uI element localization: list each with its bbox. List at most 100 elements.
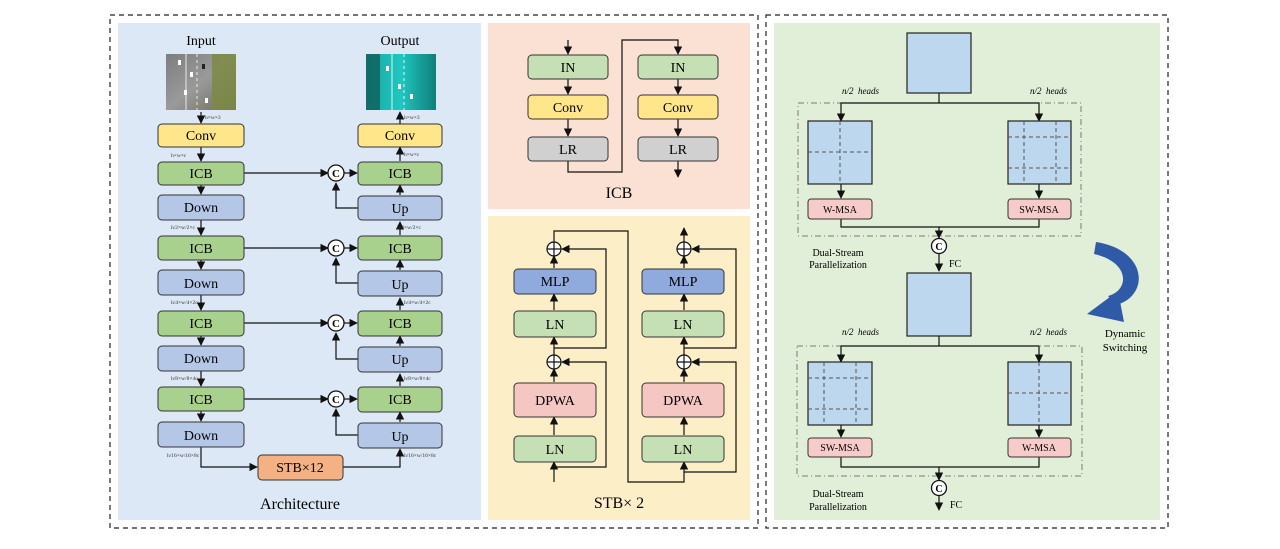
decoder-icb-label-2: ICB — [388, 242, 411, 257]
svg-text:MLP: MLP — [541, 275, 570, 290]
svg-text:heads: heads — [858, 86, 879, 96]
svg-text:LR: LR — [669, 143, 688, 158]
svg-text:n/2: n/2 — [1030, 327, 1042, 337]
stb-add-node-2 — [546, 354, 562, 370]
icb-in-block-2: IN — [637, 54, 719, 80]
svg-text:n/2: n/2 — [842, 327, 854, 337]
stb-add-node-1 — [546, 241, 562, 257]
dynamic-switching-arrow — [1087, 242, 1139, 322]
svg-text:C: C — [332, 394, 340, 406]
stb-ln-block-4: LN — [641, 435, 725, 463]
heads-label-bottom-right: n/2 heads — [1030, 327, 1067, 337]
w-window-block-top — [807, 120, 873, 185]
up-block-1: Up — [357, 195, 443, 221]
concat-node-1: C — [327, 164, 345, 182]
down-block-1: Down — [157, 194, 245, 221]
down-label-2: Down — [184, 277, 218, 292]
up-block-3: Up — [357, 346, 443, 373]
dim-1-left: h/2×w/2×c — [171, 225, 195, 231]
encoder-icb-label-1: ICB — [189, 167, 212, 182]
dim-hw3-right: h×w×3 — [404, 115, 420, 121]
icb-conv-block-2: Conv — [637, 94, 719, 120]
dim-4-right: h/16×w/16×8c — [404, 453, 437, 459]
encoder-icb-block-1: ICB — [157, 161, 245, 186]
encoder-conv-block: Conv — [157, 123, 245, 148]
dim-hw3-left: h×w×3 — [205, 115, 221, 121]
svg-text:Conv: Conv — [663, 101, 693, 116]
input-image — [166, 54, 236, 110]
decoder-icb-block-3: ICB — [357, 310, 443, 337]
svg-text:LN: LN — [674, 318, 693, 333]
sw-window-block-bottom — [807, 361, 873, 426]
svg-text:C: C — [332, 168, 340, 180]
w-window-block-bottom — [1007, 361, 1072, 426]
svg-text:Conv: Conv — [553, 101, 583, 116]
attention-input-block — [906, 32, 972, 94]
encoder-icb-label-3: ICB — [189, 317, 212, 332]
input-label: Input — [186, 34, 216, 49]
svg-text:LN: LN — [546, 318, 565, 333]
stb-ln-block-3: LN — [641, 310, 725, 338]
svg-text:LR: LR — [559, 143, 578, 158]
up-label-1: Up — [391, 202, 408, 217]
stb-ln-block-1: LN — [513, 310, 597, 338]
svg-text:C: C — [935, 242, 942, 253]
down-block-3: Down — [157, 345, 245, 372]
stb-dpwa-block-2: DPWA — [641, 382, 725, 418]
svg-text:MLP: MLP — [669, 275, 698, 290]
up-label-3: Up — [391, 353, 408, 368]
encoder-conv-label: Conv — [186, 129, 216, 144]
svg-text:n/2: n/2 — [842, 86, 854, 96]
w-msa-block-top: W-MSA — [807, 198, 873, 220]
svg-text:IN: IN — [671, 61, 686, 76]
decoder-arrows — [244, 111, 405, 436]
svg-text:heads: heads — [858, 327, 879, 337]
icb-conv-block-1: Conv — [527, 94, 609, 120]
attention-concat-node-1: C — [930, 237, 948, 255]
icb-arrows — [563, 39, 683, 178]
sw-msa-block-top: SW-MSA — [1007, 198, 1072, 220]
dynamic-label-1: Dynamic — [1105, 328, 1145, 340]
stb-x12-block: STB×12 — [257, 454, 344, 481]
stb-mlp-block-2: MLP — [641, 268, 725, 295]
dual-stream-label-2b: Parallelization — [809, 502, 867, 513]
stb-mlp-block-1: MLP — [513, 268, 597, 295]
svg-text:LN: LN — [674, 443, 693, 458]
up-block-4: Up — [357, 422, 443, 449]
icb-lr-block-2: LR — [637, 136, 719, 162]
decoder-icb-block-2: ICB — [357, 235, 443, 261]
encoder-icb-block-3: ICB — [157, 310, 245, 337]
down-label-3: Down — [184, 352, 218, 367]
svg-text:SW-MSA: SW-MSA — [820, 443, 860, 454]
attention-arrows — [836, 93, 1044, 511]
decoder-icb-label-1: ICB — [388, 167, 411, 182]
encoder-icb-block-4: ICB — [157, 386, 245, 412]
dim-hwc-left: h×w×c — [171, 153, 187, 159]
down-label-1: Down — [184, 201, 218, 216]
svg-text:DPWA: DPWA — [535, 394, 576, 409]
dim-1-right: h/2×w/2×c — [397, 225, 421, 231]
dim-2-left: h/4×w/4×2c — [171, 300, 198, 306]
encoder-icb-label-2: ICB — [189, 242, 212, 257]
stb-arrows — [549, 227, 737, 483]
dim-3-right: h/8×w/8×4c — [404, 376, 431, 382]
svg-text:SW-MSA: SW-MSA — [1019, 205, 1059, 216]
dim-3-left: h/8×w/8×4c — [171, 376, 198, 382]
svg-text:heads: heads — [1046, 327, 1067, 337]
attention-concat-node-2: C — [930, 479, 948, 497]
svg-text:C: C — [332, 243, 340, 255]
up-label-4: Up — [391, 430, 408, 445]
dynamic-label-2: Switching — [1103, 342, 1148, 354]
decoder-icb-label-3: ICB — [388, 317, 411, 332]
stb-add-node-3 — [676, 241, 692, 257]
stb-x12-label: STB×12 — [276, 461, 324, 476]
icb-in-block-1: IN — [527, 54, 609, 80]
encoder-arrows — [196, 112, 405, 472]
decoder-icb-block-4: ICB — [357, 386, 443, 413]
svg-text:n/2: n/2 — [1030, 86, 1042, 96]
up-block-2: Up — [357, 270, 443, 297]
svg-text:W-MSA: W-MSA — [1022, 443, 1057, 454]
concat-node-2: C — [327, 239, 345, 257]
fc-label-2: FC — [950, 500, 963, 511]
svg-text:W-MSA: W-MSA — [823, 205, 858, 216]
